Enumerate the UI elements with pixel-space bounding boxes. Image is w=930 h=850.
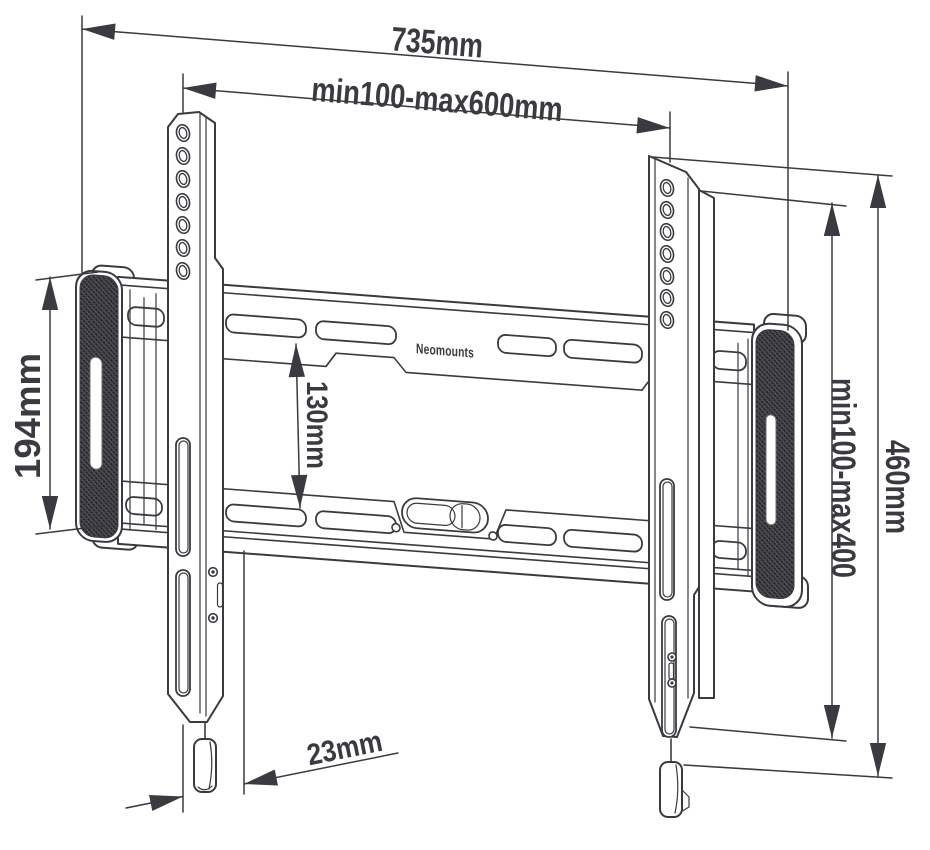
right-bracket-hook-plate (698, 189, 715, 699)
dim-label-total-width: 735mm (390, 20, 485, 65)
plate-lower-contour (117, 480, 755, 540)
dimension-slot-spacing: 130mm (287, 343, 333, 509)
right-end-pad-highlight (765, 414, 777, 526)
left-end-pad (75, 269, 123, 543)
dimension-total-width: 735mm (81, 15, 789, 331)
right-bracket-screws (667, 652, 677, 688)
right-bracket-vesa-holes (659, 178, 675, 330)
left-vesa-bracket (167, 111, 224, 793)
dimension-height-range: min100-max400 (689, 190, 862, 742)
dimensions: 735mm min100-max600mm 194mm 130mm (7, 15, 916, 813)
dim-label-slot-spacing: 130mm (300, 381, 333, 469)
left-bracket-vesa-holes (175, 123, 191, 281)
right-endcap-side (737, 338, 749, 577)
left-bracket-screws (207, 566, 224, 624)
right-pull-strap (659, 761, 690, 818)
right-end-pad (751, 322, 803, 608)
dimension-wall-offset: 23mm (125, 550, 399, 813)
plate-slot-row-top (127, 306, 747, 372)
dimension-width-range: min100-max600mm (182, 71, 671, 163)
dimension-bracket-height: 460mm (651, 156, 916, 779)
left-endcap-side (129, 289, 157, 531)
dim-label-wall-offset: 23mm (304, 725, 385, 772)
right-vesa-bracket (648, 155, 715, 818)
left-bracket-slots (175, 437, 191, 697)
dim-label-bracket-height: 460mm (878, 440, 916, 534)
dim-label-width-range: min100-max600mm (310, 71, 564, 130)
left-end-pad-highlight (89, 356, 103, 470)
dimension-plate-height: 194mm (7, 271, 103, 535)
safety-latch (401, 497, 489, 534)
brand-logo-text: Neomounts (416, 340, 474, 360)
wall-plate: Neomounts (75, 264, 809, 609)
dim-label-height-range: min100-max400 (824, 378, 862, 578)
left-pull-strap (193, 738, 217, 793)
dim-label-plate-height: 194mm (7, 353, 48, 479)
